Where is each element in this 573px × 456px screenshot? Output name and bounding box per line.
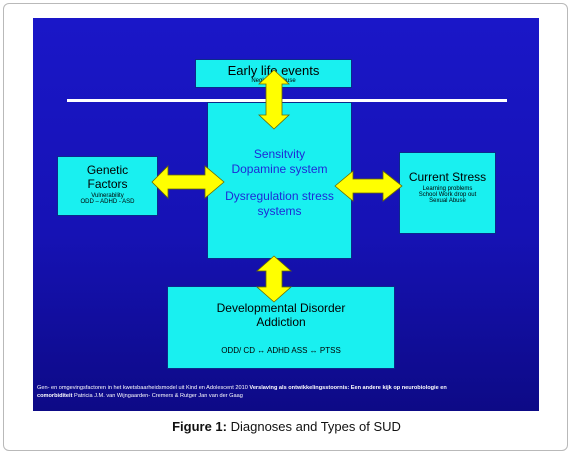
genetic-title-line1: Genetic [86, 163, 129, 177]
central-line-dysregulation: Dysregulation stress [225, 189, 334, 203]
genetic-factors-box: Genetic Factors Vulnerability ODD – ADHD… [57, 156, 158, 216]
developmental-disorder-box: Developmental Disorder Addiction ODD/ CD… [167, 286, 395, 369]
genetic-title-line2: Factors [87, 177, 128, 191]
central-line-dopamine: Dopamine system [231, 162, 328, 176]
central-line-systems: systems [257, 204, 302, 218]
developmental-title-line2: Addiction [256, 315, 306, 329]
central-sensitivity-box: Sensitvity Dopamine system Dysregulation… [207, 102, 352, 259]
diagram-slide: Early life events Neglect & Abuse Sensit… [33, 18, 539, 411]
horizontal-divider-line [67, 99, 507, 102]
genetic-sub-line1: Vulnerability [91, 193, 124, 199]
central-line-sensitivity: Sensitvity [253, 147, 306, 161]
footer-part2: Patricia J.M. van Wijngaarden- Cremers &… [72, 393, 243, 399]
current-stress-item: Learning problems [422, 186, 473, 192]
footer-part2-bold: comorbiditeit [37, 393, 73, 399]
footer-citation: Gen- en omgevingsfactoren in het kwetsba… [37, 384, 537, 400]
current-stress-item: Sexual Abuse [429, 198, 466, 204]
caption-text: Diagnoses and Types of SUD [226, 419, 401, 434]
current-stress-title: Current Stress [408, 170, 487, 184]
arrows-layer [151, 69, 403, 303]
double-arrow-icon [151, 165, 225, 199]
double-arrow-icon [334, 170, 403, 202]
developmental-title-line1: Developmental Disorder [216, 301, 346, 315]
footer-part1: Gen- en omgevingsfactoren in het kwetsba… [37, 385, 250, 391]
double-arrow-icon [257, 69, 291, 130]
developmental-relation: ODD/ CD ↔ ADHD ASS ↔ PTSS [221, 346, 341, 355]
current-stress-item: School Work drop out [418, 192, 477, 198]
figure-caption: Figure 1: Diagnoses and Types of SUD [0, 419, 573, 434]
footer-part1-bold: Verslaving als ontwikkelingsstoornis: Ee… [249, 385, 447, 391]
current-stress-box: Current Stress Learning problems School … [399, 152, 496, 234]
double-arrow-icon [255, 255, 293, 303]
genetic-sub-line2: ODD – ADHD - ASD [80, 199, 135, 205]
caption-label: Figure 1: [172, 419, 227, 434]
